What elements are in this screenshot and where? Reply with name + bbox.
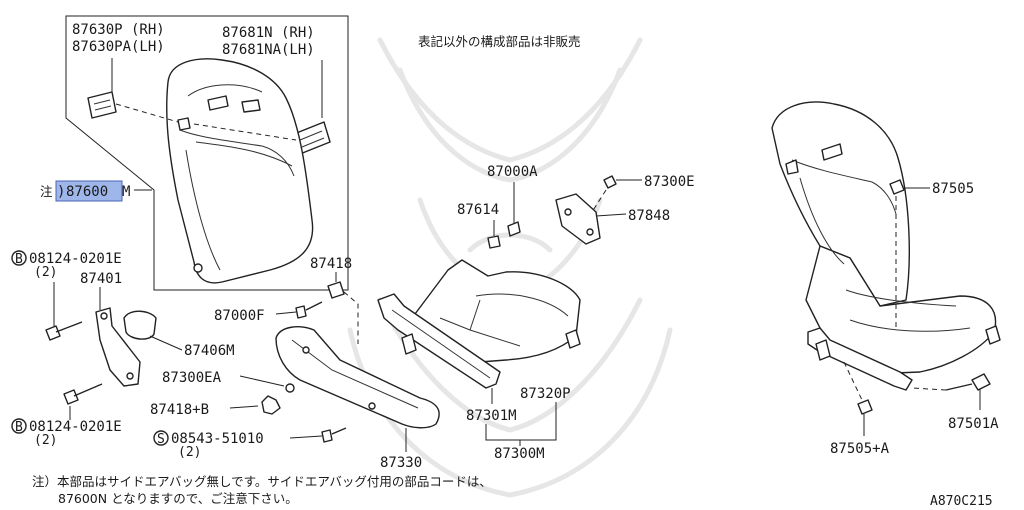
- label-87630PA-LH[interactable]: 87630PA(LH): [72, 39, 165, 55]
- headrest-slot-right: [241, 99, 261, 113]
- label-screw-qty: (2): [178, 445, 201, 460]
- label-87614[interactable]: 87614: [457, 202, 499, 218]
- bracket-hole: [126, 372, 134, 380]
- assembled-rail: [807, 327, 913, 391]
- shield-hole: [302, 346, 310, 354]
- callout-note-prefix: 注: [40, 184, 53, 199]
- label-87505-plus-A[interactable]: 87505+A: [830, 441, 890, 457]
- label-87501A[interactable]: 87501A: [948, 416, 999, 432]
- bracket-hole: [586, 228, 594, 236]
- callout-87600M[interactable]: 注 ) 87600 M: [40, 180, 152, 202]
- label-bolt-qty-lower: (2): [34, 433, 57, 448]
- bracket-hole: [564, 208, 572, 216]
- side-slot: [177, 117, 191, 131]
- label-08124-0201E-upper[interactable]: 08124-0201E: [29, 251, 122, 267]
- label-87300E[interactable]: 87300E: [644, 174, 695, 190]
- clip-87505-icon: [889, 179, 905, 195]
- bolt-symbol-b-icon: [11, 250, 27, 266]
- bolt-87000A-icon: [507, 221, 521, 237]
- label-87418-plus-B[interactable]: 87418+B: [150, 402, 209, 418]
- label-87401[interactable]: 87401: [80, 271, 122, 287]
- label-87418[interactable]: 87418: [310, 256, 352, 272]
- label-bolt-qty-upper: (2): [34, 265, 57, 280]
- footnote-line-1: 注）本部品はサイドエアバッグ無しです。サイドエアバッグ付用の部品コードは、: [32, 474, 492, 489]
- bolt-08124-lower-group[interactable]: B 08124-0201E (2): [11, 383, 122, 448]
- inner-bracket-87401[interactable]: [95, 307, 141, 387]
- label-87301M[interactable]: 87301M: [466, 408, 517, 424]
- screw-08543-icon: [321, 427, 347, 443]
- cover-clip: [193, 263, 203, 273]
- clip-87300E-icon: [603, 175, 617, 189]
- clip-87505A-icon: [857, 399, 873, 415]
- bolt-lower-icon: [63, 383, 103, 405]
- label-87000F[interactable]: 87000F: [214, 308, 265, 324]
- footnote-line-2: 87600N となりますので、ご注意下さい。: [58, 491, 298, 506]
- bolt-b-letter: B: [15, 420, 23, 435]
- bolt-87501A-icon: [945, 373, 991, 391]
- watermark-emblem: [347, 37, 673, 498]
- headrest-slot: [821, 143, 843, 161]
- label-87330[interactable]: 87330: [380, 455, 422, 471]
- label-87681NA-LH[interactable]: 87681NA(LH): [222, 42, 315, 58]
- side-shield-87330[interactable]: [275, 326, 440, 429]
- belt-guide-bezel-left[interactable]: [87, 91, 117, 119]
- label-87000A[interactable]: 87000A: [487, 164, 538, 180]
- callout-part-number[interactable]: 87600: [66, 184, 108, 200]
- bracket-87848[interactable]: [555, 193, 601, 245]
- label-87320P[interactable]: 87320P: [520, 386, 571, 402]
- label-87406M[interactable]: 87406M: [184, 343, 235, 359]
- highlight-box: [55, 180, 123, 202]
- inset-frame: [65, 15, 349, 291]
- bracket-hole: [100, 312, 108, 320]
- bolt-upper-icon: [45, 321, 83, 341]
- rail-foot-front: [401, 333, 417, 355]
- callout-paren: ): [57, 184, 65, 200]
- seatback-cover[interactable]: [166, 58, 314, 284]
- note-not-sold-separately: 表記以外の構成部品は非販売: [418, 34, 581, 49]
- headrest-slot-left: [207, 95, 229, 111]
- screw-87000F-icon: [295, 301, 323, 319]
- bushing-87614-icon: [487, 235, 501, 249]
- screw-s-letter: S: [157, 432, 165, 447]
- rail-foot: [985, 325, 1001, 345]
- bolt-b-letter: B: [15, 252, 23, 267]
- figure-code: A870C215: [930, 494, 993, 509]
- rail-foot-rear: [565, 329, 581, 349]
- label-87848[interactable]: 87848: [628, 208, 670, 224]
- screw-symbol-s-icon: [153, 430, 169, 446]
- side-cover-87406M[interactable]: [123, 310, 157, 340]
- label-87300EA[interactable]: 87300EA: [162, 370, 222, 386]
- assembled-seatback: [771, 101, 910, 307]
- inset-seatback-group: 87630P (RH) 87630PA(LH) 87681N (RH) 8768…: [65, 15, 349, 291]
- clip-87300EA-icon: [285, 383, 295, 393]
- assembled-seat[interactable]: [771, 101, 1001, 391]
- bolt-08124-upper-group[interactable]: B 08124-0201E (2): [11, 250, 122, 341]
- cap-87418[interactable]: [327, 281, 345, 299]
- knob-87418-icon: [261, 395, 281, 415]
- shield-hole: [368, 402, 376, 410]
- label-87505[interactable]: 87505: [932, 181, 974, 197]
- label-87630P-RH[interactable]: 87630P (RH): [72, 22, 165, 38]
- label-87681N-RH[interactable]: 87681N (RH): [222, 25, 315, 41]
- bolt-symbol-b-icon: [11, 418, 27, 434]
- label-87300M[interactable]: 87300M: [494, 446, 545, 462]
- label-08543-51010[interactable]: 08543-51010: [171, 431, 264, 447]
- screw-08543-group[interactable]: S 08543-51010 (2): [153, 427, 347, 460]
- label-08124-0201E-lower[interactable]: 08124-0201E: [29, 419, 122, 435]
- side-slot: [785, 159, 799, 175]
- seat-rail-87301M[interactable]: [377, 293, 501, 389]
- callout-suffix: M: [122, 184, 130, 200]
- rail-foot: [815, 339, 831, 361]
